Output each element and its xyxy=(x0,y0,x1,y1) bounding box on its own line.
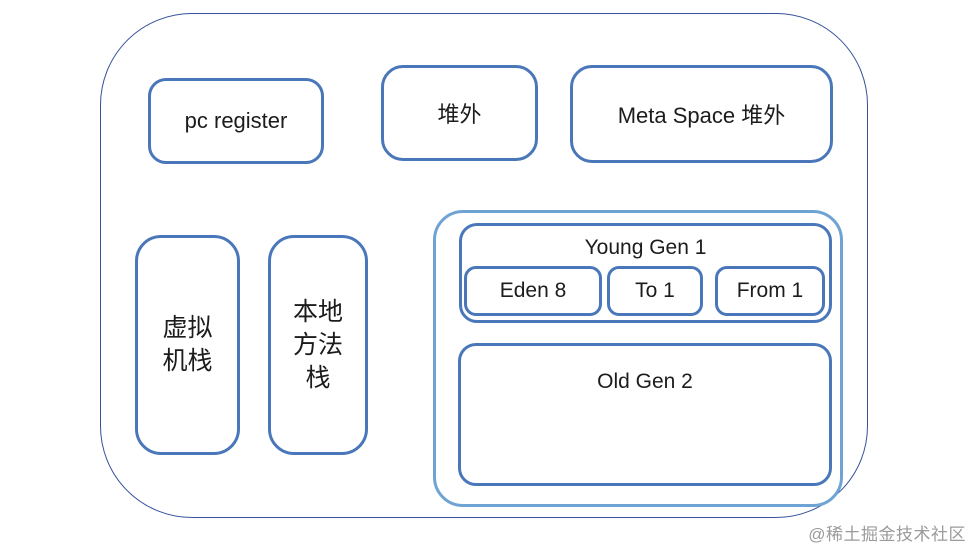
vm-stack-line-2: 机栈 xyxy=(162,347,213,375)
native-stack-line-2: 方法 xyxy=(292,330,343,359)
pc-register-box: pc register xyxy=(148,78,324,164)
watermark-text: @稀土掘金技术社区 xyxy=(808,525,966,544)
off-heap-box: 堆外 xyxy=(381,65,538,161)
pc-register-label: pc register xyxy=(184,108,288,133)
eden-label: Eden 8 xyxy=(499,279,567,302)
old-gen-label: Old Gen 2 xyxy=(597,370,693,393)
native-method-stack-box: 本地方法栈 xyxy=(268,235,368,455)
vm-stack-line-1: 虚拟 xyxy=(162,314,213,342)
vm-stack-label: 虚拟机栈 xyxy=(162,312,212,378)
to-survivor-label: To 1 xyxy=(635,279,675,302)
from-survivor-label: From 1 xyxy=(736,279,804,302)
vm-stack-box: 虚拟机栈 xyxy=(135,235,240,455)
meta-space-box: Meta Space 堆外 xyxy=(570,65,833,163)
meta-space-label: Meta Space 堆外 xyxy=(617,103,786,128)
heap-container xyxy=(433,210,843,507)
to-survivor-box: To 1 xyxy=(607,266,703,316)
jvm-outer-container xyxy=(100,13,868,518)
old-gen-box: Old Gen 2 xyxy=(458,343,832,486)
eden-box: Eden 8 xyxy=(464,266,602,316)
native-stack-line-3: 栈 xyxy=(305,363,331,392)
native-method-stack-label: 本地方法栈 xyxy=(293,296,343,395)
native-stack-line-1: 本地 xyxy=(292,297,343,326)
young-gen-label: Young Gen 1 xyxy=(584,236,707,259)
off-heap-label: 堆外 xyxy=(437,102,482,127)
from-survivor-box: From 1 xyxy=(715,266,825,316)
